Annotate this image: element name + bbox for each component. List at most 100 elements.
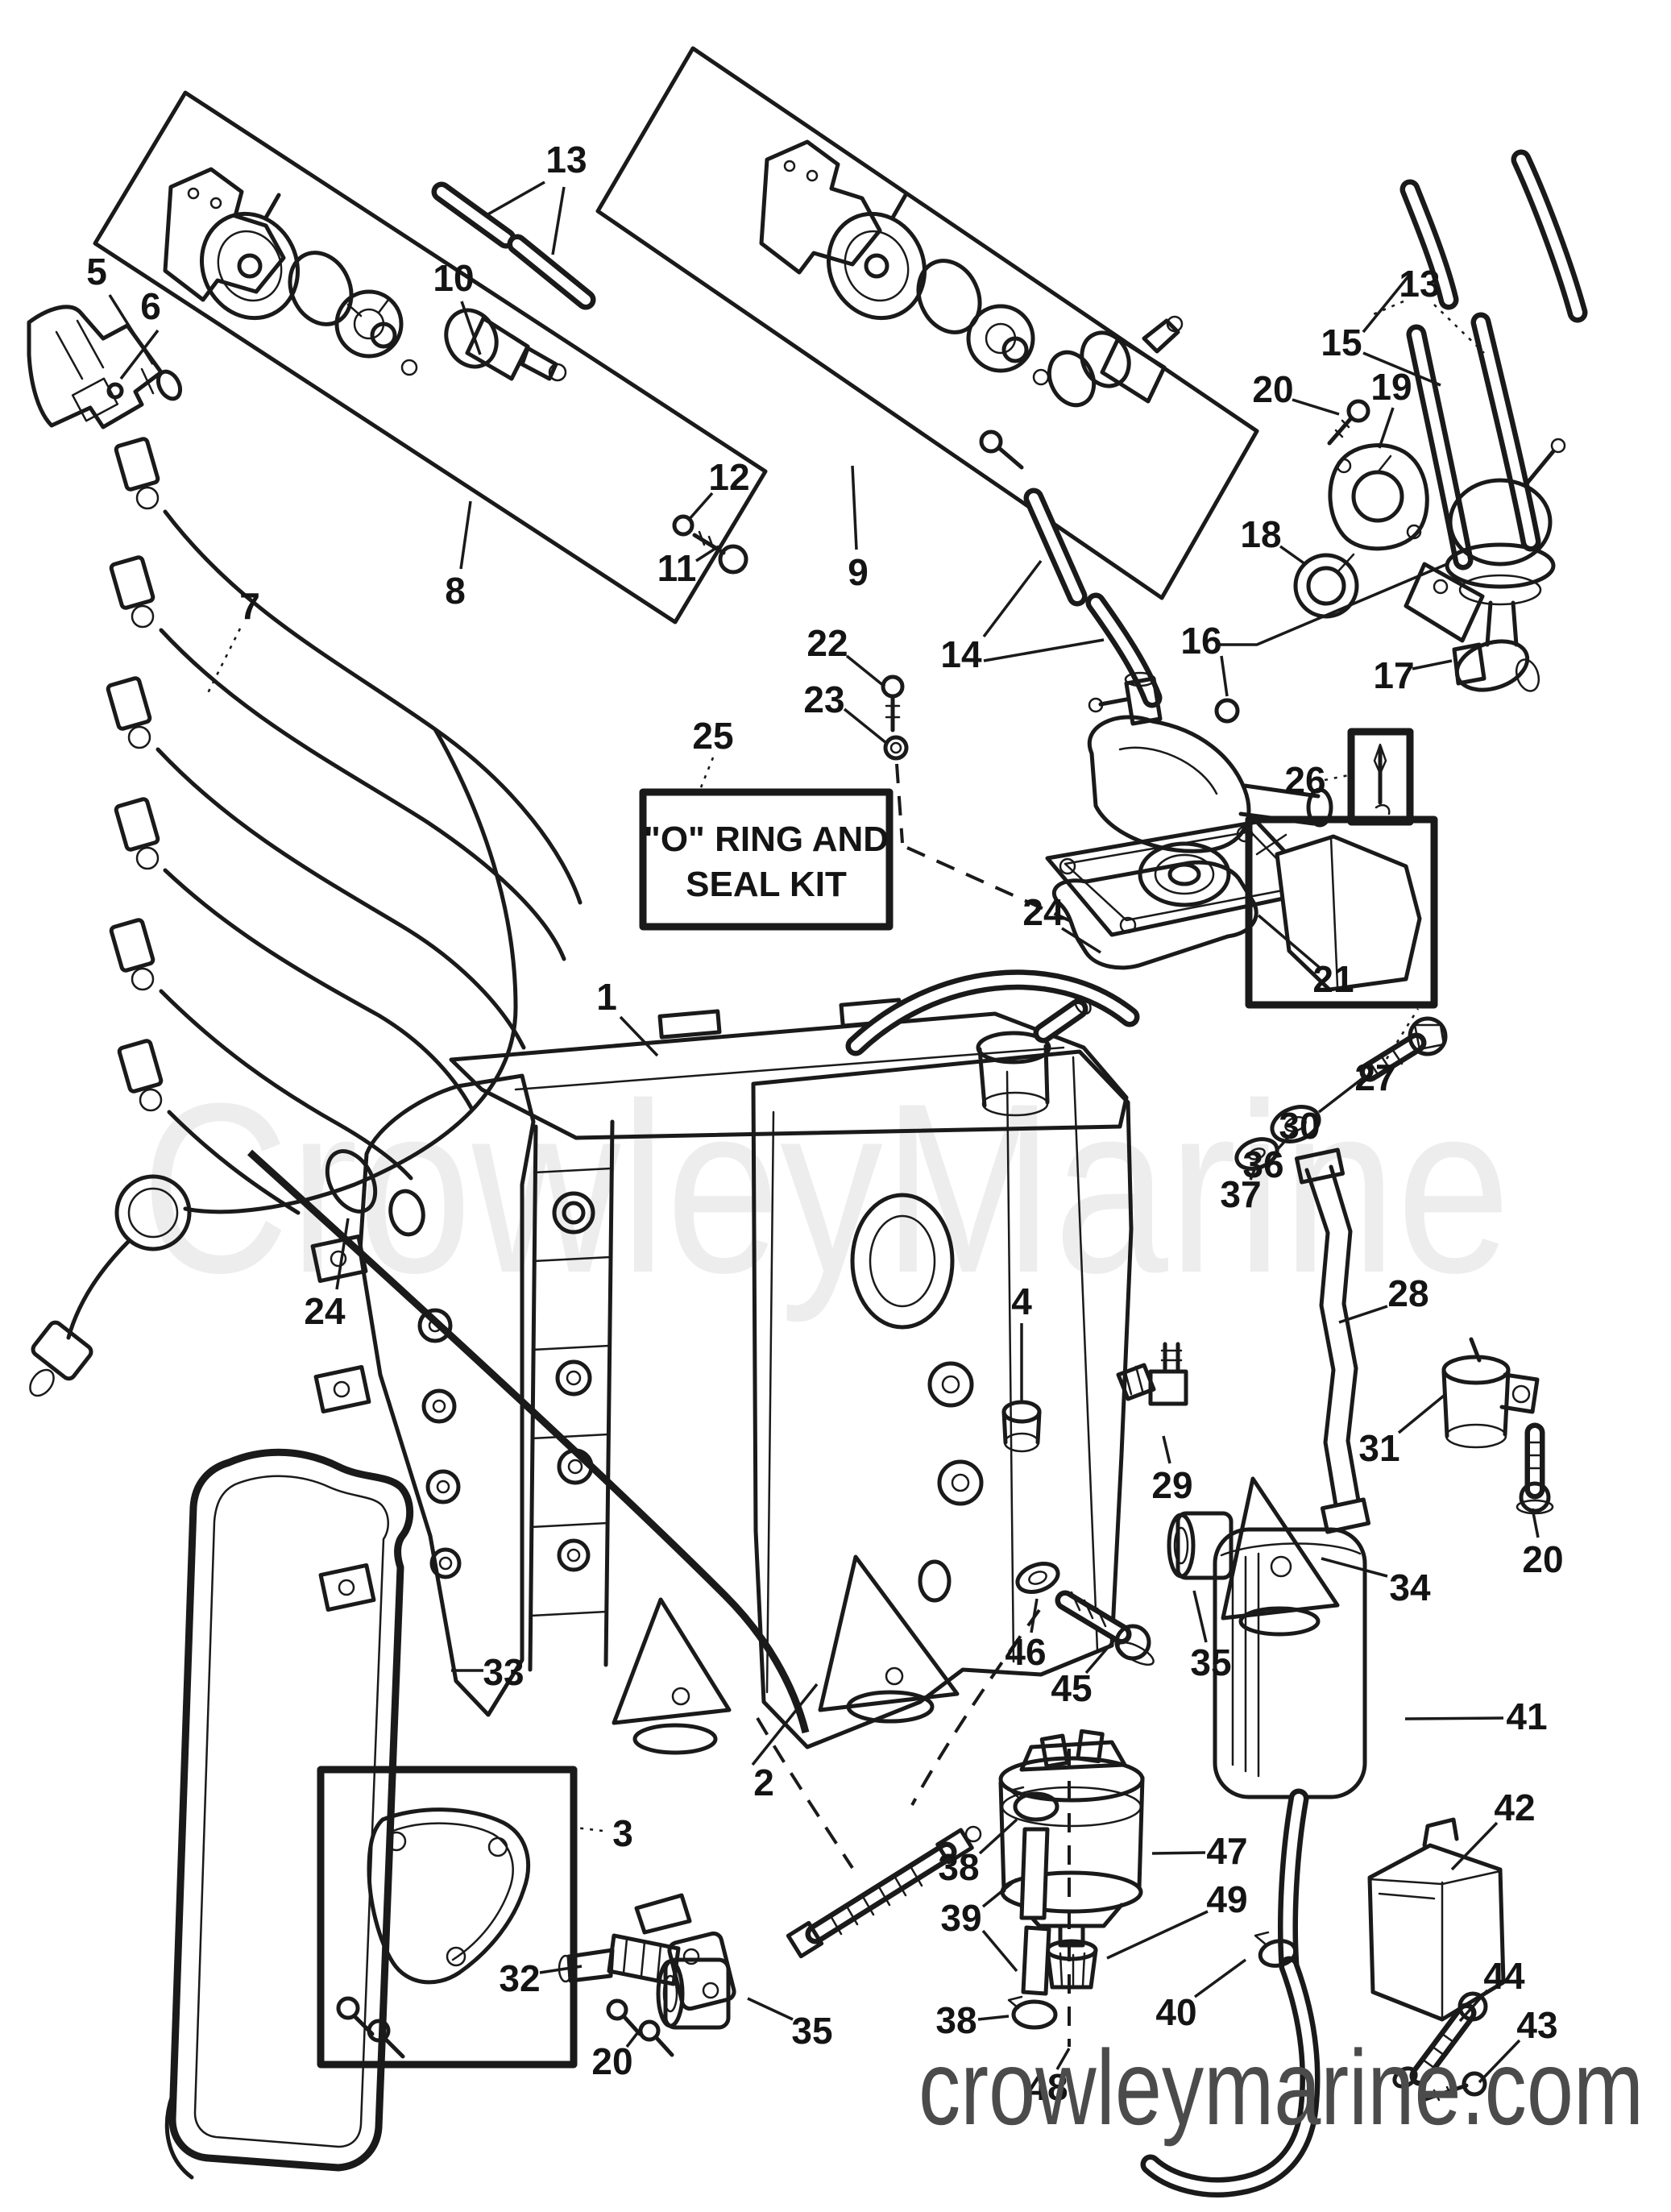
callout-number[interactable]: 20: [1252, 368, 1293, 410]
callout-number[interactable]: 10: [433, 257, 474, 299]
callout-number[interactable]: 20: [1522, 1538, 1563, 1580]
callout-40[interactable]: 40: [1155, 1958, 1247, 2033]
callout-number[interactable]: 6: [140, 285, 161, 327]
callout-15[interactable]: 15: [1321, 271, 1441, 387]
callout-number[interactable]: 32: [499, 1957, 540, 1999]
callout-38[interactable]: 38: [938, 1818, 1018, 1888]
callout-number[interactable]: 35: [1190, 1641, 1231, 1683]
callout-32[interactable]: 32: [499, 1957, 583, 1999]
callout-20[interactable]: 20: [1522, 1508, 1564, 1580]
callout-number[interactable]: 43: [1516, 2004, 1557, 2046]
callout-29[interactable]: 29: [1151, 1435, 1193, 1506]
callout-17[interactable]: 17: [1373, 654, 1453, 696]
callout-24[interactable]: 24: [304, 1218, 350, 1332]
callout-45[interactable]: 45: [1051, 1637, 1117, 1709]
callout-number[interactable]: 9: [848, 551, 869, 593]
callout-number[interactable]: 48: [1026, 2066, 1068, 2108]
callout-number[interactable]: 11: [657, 547, 697, 589]
callout-number[interactable]: 25: [692, 715, 733, 757]
callout-4[interactable]: 4: [1011, 1280, 1032, 1402]
callout-14[interactable]: 14: [940, 559, 1105, 675]
callout-number[interactable]: 1: [596, 976, 617, 1018]
callout-33[interactable]: 33: [451, 1651, 525, 1693]
callout-number[interactable]: 13: [545, 139, 587, 181]
callout-number[interactable]: 21: [1312, 958, 1354, 1000]
callout-39[interactable]: 39: [940, 1878, 1018, 1973]
callout-12[interactable]: 12: [686, 456, 750, 522]
callout-number[interactable]: 38: [938, 1846, 979, 1888]
callout-number[interactable]: 23: [803, 679, 844, 720]
callout-48[interactable]: 48: [1026, 2048, 1071, 2108]
callout-7[interactable]: 7: [206, 585, 260, 694]
callout-21[interactable]: 21: [1257, 914, 1354, 1000]
callout-number[interactable]: 3: [612, 1812, 633, 1854]
callout-number[interactable]: 15: [1321, 322, 1362, 363]
callout-47[interactable]: 47: [1151, 1830, 1248, 1872]
callout-34[interactable]: 34: [1321, 1557, 1431, 1608]
callout-28[interactable]: 28: [1338, 1272, 1429, 1324]
callout-number[interactable]: 28: [1387, 1272, 1428, 1314]
callout-19[interactable]: 19: [1370, 366, 1412, 449]
callout-number[interactable]: 16: [1180, 620, 1221, 662]
callout-1[interactable]: 1: [596, 976, 659, 1057]
callout-number[interactable]: 40: [1155, 1991, 1196, 2033]
callout-number[interactable]: 35: [791, 2010, 832, 2052]
callout-5[interactable]: 5: [86, 251, 155, 365]
callout-18[interactable]: 18: [1240, 513, 1307, 566]
callout-13[interactable]: 13: [1369, 263, 1485, 354]
callout-13[interactable]: 13: [484, 139, 587, 255]
callout-number[interactable]: 38: [935, 1999, 976, 2041]
callout-16[interactable]: 16: [1180, 562, 1448, 697]
callout-49[interactable]: 49: [1106, 1878, 1248, 1960]
callout-22[interactable]: 22: [806, 622, 886, 688]
callout-number[interactable]: 33: [483, 1651, 524, 1693]
callout-38[interactable]: 38: [935, 1999, 1010, 2041]
callout-37[interactable]: 37: [1220, 1163, 1262, 1215]
callout-42[interactable]: 42: [1450, 1787, 1536, 1871]
callout-number[interactable]: 4: [1011, 1280, 1032, 1322]
callout-25[interactable]: 25: [692, 715, 734, 792]
callout-2[interactable]: 2: [751, 1683, 819, 1803]
callout-number[interactable]: 7: [239, 585, 260, 627]
callout-number[interactable]: 19: [1370, 366, 1412, 408]
callout-number[interactable]: 46: [1005, 1631, 1046, 1673]
callout-number[interactable]: 17: [1373, 654, 1414, 696]
callout-10[interactable]: 10: [433, 257, 482, 355]
callout-20[interactable]: 20: [1252, 368, 1340, 416]
callout-3[interactable]: 3: [574, 1812, 633, 1854]
callout-number[interactable]: 44: [1483, 1955, 1525, 1997]
callout-number[interactable]: 12: [708, 456, 749, 498]
callout-number[interactable]: 42: [1494, 1787, 1535, 1828]
callout-number[interactable]: 45: [1051, 1667, 1092, 1709]
callout-43[interactable]: 43: [1478, 2004, 1558, 2084]
callout-number[interactable]: 27: [1354, 1056, 1395, 1098]
callout-number[interactable]: 39: [940, 1897, 981, 1939]
callout-number[interactable]: 24: [304, 1290, 346, 1332]
callout-44[interactable]: 44: [1458, 1955, 1525, 2023]
callout-26[interactable]: 26: [1284, 759, 1350, 801]
callout-35[interactable]: 35: [1190, 1590, 1232, 1683]
callout-number[interactable]: 13: [1399, 263, 1440, 305]
callout-number[interactable]: 34: [1389, 1567, 1431, 1608]
callout-6[interactable]: 6: [119, 285, 161, 380]
callout-number[interactable]: 29: [1151, 1464, 1192, 1506]
callout-11[interactable]: 11: [657, 545, 719, 589]
callout-number[interactable]: 20: [591, 2040, 632, 2082]
callout-20[interactable]: 20: [591, 2024, 645, 2082]
callout-number[interactable]: 24: [1022, 891, 1064, 933]
callout-9[interactable]: 9: [848, 465, 869, 593]
callout-number[interactable]: 18: [1240, 513, 1281, 555]
callout-number[interactable]: 14: [940, 633, 982, 675]
callout-number[interactable]: 8: [445, 570, 466, 612]
callout-number[interactable]: 41: [1506, 1695, 1547, 1737]
callout-41[interactable]: 41: [1404, 1695, 1548, 1737]
callout-number[interactable]: 31: [1358, 1427, 1399, 1469]
callout-46[interactable]: 46: [1005, 1598, 1047, 1673]
callout-number[interactable]: 49: [1206, 1878, 1247, 1920]
callout-number[interactable]: 22: [806, 622, 848, 664]
callout-number[interactable]: 2: [753, 1762, 774, 1803]
callout-number[interactable]: 37: [1220, 1173, 1261, 1215]
callout-number[interactable]: 47: [1206, 1830, 1247, 1872]
callout-number[interactable]: 5: [86, 251, 107, 293]
callout-35[interactable]: 35: [747, 1997, 833, 2052]
